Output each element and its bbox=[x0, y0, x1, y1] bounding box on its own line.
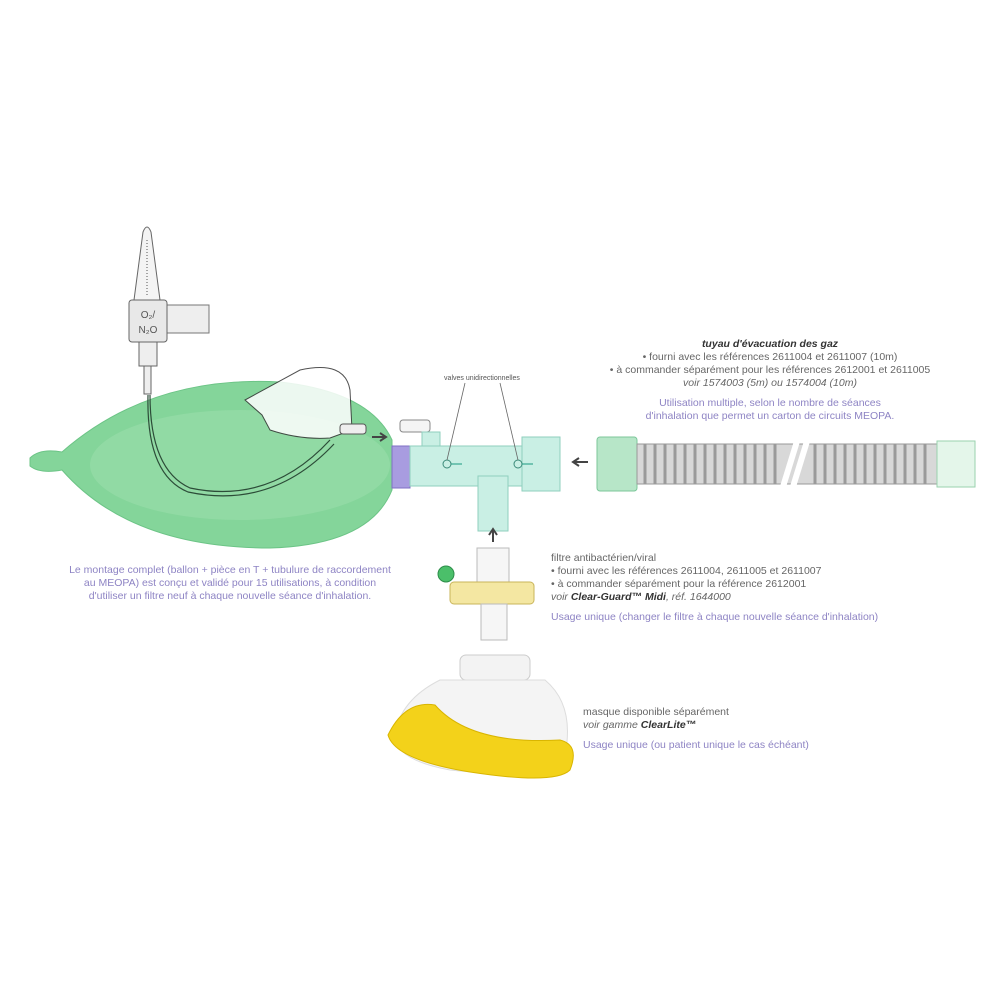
hose-title: tuyau d'évacuation des gaz bbox=[701, 338, 839, 350]
arrow-left-icon bbox=[571, 457, 588, 467]
filter-title: filtre antibactérien/viral bbox=[551, 552, 657, 564]
filter-note: Usage unique (changer le filtre à chaque… bbox=[551, 611, 879, 623]
reservoir-bag bbox=[29, 367, 393, 549]
hose-note-2: d'inhalation que permet un carton de cir… bbox=[645, 410, 895, 422]
hose-note-1: Utilisation multiple, selon le nombre de… bbox=[659, 397, 881, 409]
arrow-up-icon bbox=[488, 527, 498, 542]
assembly-line-3: d'utiliser un filtre neuf à chaque nouve… bbox=[88, 590, 372, 602]
flowmeter-label-n2o: N₂O bbox=[139, 325, 158, 336]
hose-info: tuyau d'évacuation des gaz • fourni avec… bbox=[580, 338, 960, 423]
assembly-line-2: au MEOPA) est conçu et validé pour 15 ut… bbox=[83, 577, 377, 589]
hose-line-3: voir 1574003 (5m) ou 1574004 (10m) bbox=[683, 377, 857, 389]
antibacterial-filter bbox=[437, 547, 535, 641]
flowmeter: O₂/ N₂O bbox=[128, 226, 210, 395]
assembly-info: Le montage complet (ballon + pièce en T … bbox=[40, 564, 420, 603]
mask-product: ClearLite™ bbox=[640, 719, 697, 731]
hose-line-1: • fourni avec les références 2611004 et … bbox=[642, 351, 898, 363]
filter-info: filtre antibactérien/viral • fourni avec… bbox=[551, 552, 951, 624]
filter-product: Clear-Guard™ Midi bbox=[570, 591, 666, 603]
t-piece bbox=[399, 382, 561, 532]
face-mask bbox=[387, 654, 574, 779]
assembly-line-1: Le montage complet (ballon + pièce en T … bbox=[69, 564, 391, 576]
valves-label: valves unidirectionnelles bbox=[444, 375, 520, 382]
bag-connector bbox=[391, 445, 411, 489]
mask-info: masque disponible séparément voir gamme … bbox=[583, 706, 883, 752]
mask-note: Usage unique (ou patient unique le cas é… bbox=[583, 739, 809, 751]
flowmeter-label-o2: O₂/ bbox=[141, 310, 156, 321]
exhaust-hose bbox=[596, 436, 976, 492]
filter-see: voir bbox=[551, 591, 568, 603]
hose-line-2: • à commander séparément pour les référe… bbox=[609, 364, 931, 376]
filter-line-2: • à commander séparément pour la référen… bbox=[551, 578, 807, 590]
mask-see: voir gamme bbox=[583, 719, 638, 731]
filter-line-1: • fourni avec les références 2611004, 26… bbox=[551, 565, 822, 577]
arrow-right-icon bbox=[372, 432, 388, 442]
mask-title: masque disponible séparément bbox=[583, 706, 729, 718]
filter-ref: , réf. 1644000 bbox=[665, 591, 731, 603]
